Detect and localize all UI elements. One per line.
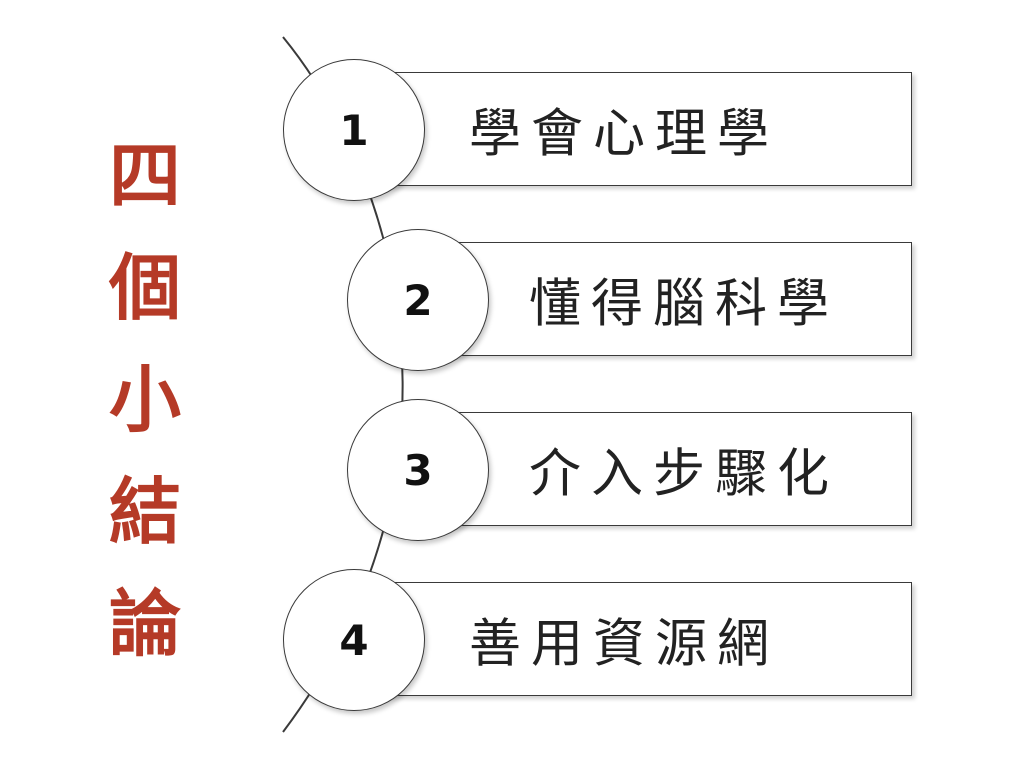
number-circle: 3 bbox=[347, 399, 489, 541]
item-number: 1 bbox=[339, 105, 369, 155]
item-box: 介入步驟化 bbox=[435, 412, 912, 526]
item-label: 善用資源網 bbox=[469, 614, 780, 675]
number-circle: 4 bbox=[283, 569, 425, 711]
item-number: 3 bbox=[403, 445, 433, 495]
item-label: 介入步驟化 bbox=[529, 444, 840, 505]
item-box: 懂得腦科學 bbox=[435, 242, 912, 356]
item-label: 懂得腦科學 bbox=[529, 274, 840, 335]
item-number: 4 bbox=[339, 615, 369, 665]
title-char: 個 bbox=[108, 246, 181, 330]
item-box: 善用資源網 bbox=[370, 582, 912, 696]
title-char: 小 bbox=[108, 358, 181, 442]
item-box: 學會心理學 bbox=[370, 72, 912, 186]
item-number: 2 bbox=[403, 275, 433, 325]
title-char: 四 bbox=[108, 134, 181, 218]
vertical-title: 四 個 小 結 論 bbox=[100, 120, 190, 680]
number-circle: 1 bbox=[283, 59, 425, 201]
item-label: 學會心理學 bbox=[469, 104, 780, 165]
number-circle: 2 bbox=[347, 229, 489, 371]
title-char: 論 bbox=[108, 582, 181, 666]
title-char: 結 bbox=[108, 470, 181, 554]
